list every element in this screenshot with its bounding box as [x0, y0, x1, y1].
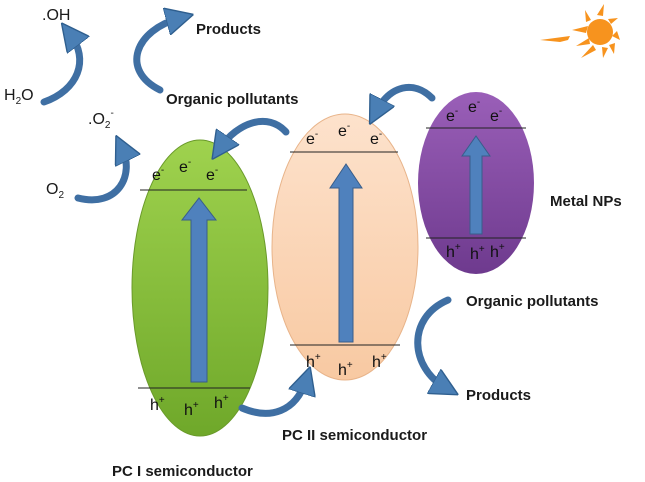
- metal-electrons: e- e- e-: [446, 97, 502, 125]
- sun-icon: [540, 4, 620, 58]
- pc2-excitation-arrow: [329, 163, 363, 343]
- svg-text:h+: h+: [214, 393, 229, 412]
- svg-text:e-: e-: [179, 157, 191, 176]
- svg-text:h+: h+: [490, 242, 505, 261]
- pc1-semiconductor: [131, 139, 269, 437]
- curved-arrows: [40, 18, 448, 417]
- pc1-excitation-arrow: [180, 197, 218, 383]
- organic-pollutants-right-label: Organic pollutants: [466, 293, 599, 310]
- metal-holes: h+ h+ h+: [446, 242, 505, 263]
- pc1-holes: h+ h+ h+: [150, 393, 229, 419]
- organic-pollutants-top-label: Organic pollutants: [166, 91, 299, 108]
- svg-text:e-: e-: [468, 97, 480, 116]
- svg-text:h+: h+: [470, 244, 485, 263]
- oxygen-label: O2: [46, 181, 64, 201]
- pc2-semiconductor: [271, 113, 419, 381]
- svg-text:h+: h+: [306, 352, 321, 371]
- o2-to-radical-arrow: [74, 148, 126, 204]
- svg-text:h+: h+: [372, 352, 387, 371]
- metal-nps-label: Metal NPs: [550, 193, 622, 210]
- svg-text:e-: e-: [490, 106, 502, 125]
- products-right-label: Products: [466, 387, 531, 404]
- svg-text:e-: e-: [206, 165, 218, 184]
- superoxide-radical-label: .O2-: [88, 108, 114, 131]
- organic-to-products-right-arrow: [414, 296, 448, 388]
- metal-to-pc2-electron-arrow: [376, 84, 436, 112]
- organic-to-products-arrow: [133, 18, 180, 94]
- svg-text:e-: e-: [446, 106, 458, 125]
- pc2-electrons: e- e- e-: [306, 121, 382, 148]
- products-top-label: Products: [196, 21, 261, 38]
- pc2-label: PC II semiconductor: [282, 427, 427, 444]
- pc1-electrons: e- e- e-: [152, 157, 218, 184]
- svg-text:h+: h+: [184, 400, 199, 419]
- metal-excitation-arrow: [461, 135, 491, 235]
- water-label: H2O: [4, 87, 34, 107]
- svg-text:e-: e-: [338, 121, 350, 140]
- pc2-holes: h+ h+ h+: [306, 352, 387, 379]
- hydroxyl-radical-label: .OH: [42, 7, 70, 24]
- pc2-to-pc1-electron-arrow: [220, 118, 290, 148]
- svg-text:e-: e-: [306, 129, 318, 148]
- svg-text:e-: e-: [152, 165, 164, 184]
- pc1-label: PC I semiconductor: [112, 463, 253, 480]
- svg-text:h+: h+: [338, 360, 353, 379]
- svg-text:h+: h+: [446, 242, 461, 261]
- h2o-to-oh-arrow: [40, 34, 80, 106]
- pc1-to-pc2-hole-arrow: [238, 380, 306, 417]
- svg-text:h+: h+: [150, 395, 165, 414]
- metal-nps-particle: [418, 92, 534, 274]
- svg-text:e-: e-: [370, 129, 382, 148]
